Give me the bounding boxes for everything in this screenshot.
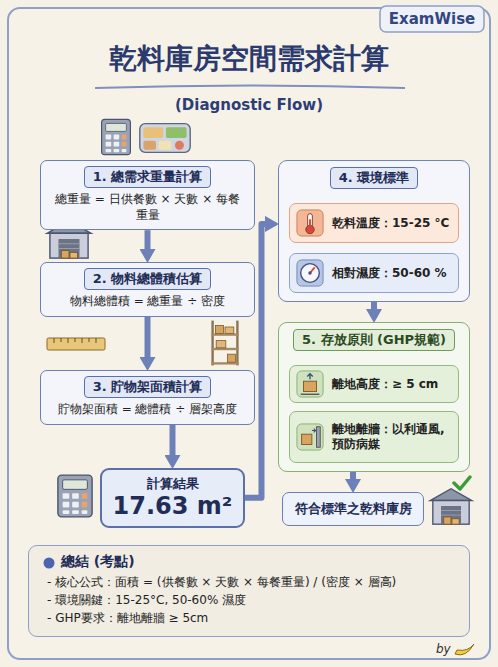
title-underline: [95, 86, 405, 89]
rule-item: 離地高度：≥ 5 cm: [289, 365, 459, 403]
formula-text: 總重量 = 日供餐數 × 天數 × 每餐重量: [49, 192, 246, 223]
food-tray-icon: [140, 124, 190, 153]
item-text: 相對濕度：50-60 %: [332, 266, 447, 281]
process-box: 2. 物料總體積估算物料總體積 = 總重量 ÷ 密度: [40, 262, 255, 317]
brand-tab: [380, 6, 484, 32]
step-heading: 3. 貯物架面積計算: [84, 376, 212, 398]
summary-box: 總結 (考點) - 核心公式：面積 = (供餐數 × 天數 × 每餐重量) / (…: [28, 545, 470, 637]
calculator-icon: [58, 475, 92, 517]
process-box: 3. 貯物架面積計算貯物架面積 = 總體積 ÷ 層架高度: [40, 370, 255, 425]
node-icon: [296, 259, 324, 287]
standard-item: 相對濕度：50-60 %: [289, 253, 459, 293]
item-text: 離地離牆：以利通風, 預防病媒: [332, 422, 452, 452]
node-icon: [296, 423, 324, 451]
flow-arrow: [145, 230, 151, 249]
rule-item: 離地離牆：以利通風, 預防病媒: [289, 411, 459, 463]
signature: by: [436, 642, 451, 656]
banana-doodle: [455, 644, 474, 655]
diagram-title: 乾料庫房空間需求計算: [0, 40, 498, 78]
formula-text: 貯物架面積 = 總體積 ÷ 層架高度: [49, 402, 246, 418]
end-box: 符合標準之乾料庫房: [282, 492, 424, 526]
node-icon: [296, 370, 324, 398]
flow-arrow: [170, 425, 176, 455]
result-value: 17.63 m²: [113, 493, 233, 521]
step-heading: 2. 物料總體積估算: [84, 268, 212, 290]
formula-text: 物料總體積 = 總重量 ÷ 密度: [49, 294, 246, 310]
panel-heading: 4. 環境標準: [330, 167, 419, 189]
step-heading: 1. 總需求重量計算: [84, 166, 212, 188]
node-icon: [296, 209, 324, 237]
item-text: 離地高度：≥ 5 cm: [332, 377, 438, 392]
warehouse-icon: [430, 489, 472, 524]
summary-line: - 核心公式：面積 = (供餐數 × 天數 × 每餐重量) / (密度 × 層高…: [43, 573, 457, 591]
standard-panel: 4. 環境標準乾料溫度：15-25 °C 相對濕度：50-60 %: [278, 160, 470, 302]
node-icon: [43, 557, 55, 569]
standard-item: 乾料溫度：15-25 °C: [289, 203, 459, 243]
process-box: 1. 總需求重量計算總重量 = 日供餐數 × 天數 × 每餐重量: [40, 160, 255, 230]
check-mark: [454, 477, 470, 489]
summary-heading: 總結 (考點): [43, 553, 457, 571]
flow-arrow: [350, 472, 356, 479]
subtitle: (Diagnostic Flow): [0, 96, 498, 114]
ruler-icon: [47, 338, 105, 350]
rule-panel: 5. 存放原則 (GHP規範) 離地高度：≥ 5 cm 離地離牆：以利通風, 預防病…: [278, 322, 470, 472]
flow-arrow: [145, 317, 151, 357]
result-box: 計算結果17.63 m²: [100, 468, 245, 528]
brand-label: ExamWise: [384, 10, 480, 28]
end-text: 符合標準之乾料庫房: [295, 500, 412, 518]
calculator-icon: [102, 119, 131, 154]
flow-arrow: [371, 302, 377, 309]
summary-line: - 環境關鍵：15-25°C, 50-60% 濕度: [43, 591, 457, 609]
item-text: 乾料溫度：15-25 °C: [332, 216, 449, 231]
result-label: 計算結果: [147, 475, 199, 493]
summary-line: - GHP要求：離地離牆 ≥ 5cm: [43, 609, 457, 627]
shelf-icon: [211, 321, 238, 366]
panel-heading: 5. 存放原則 (GHP規範): [293, 329, 455, 351]
